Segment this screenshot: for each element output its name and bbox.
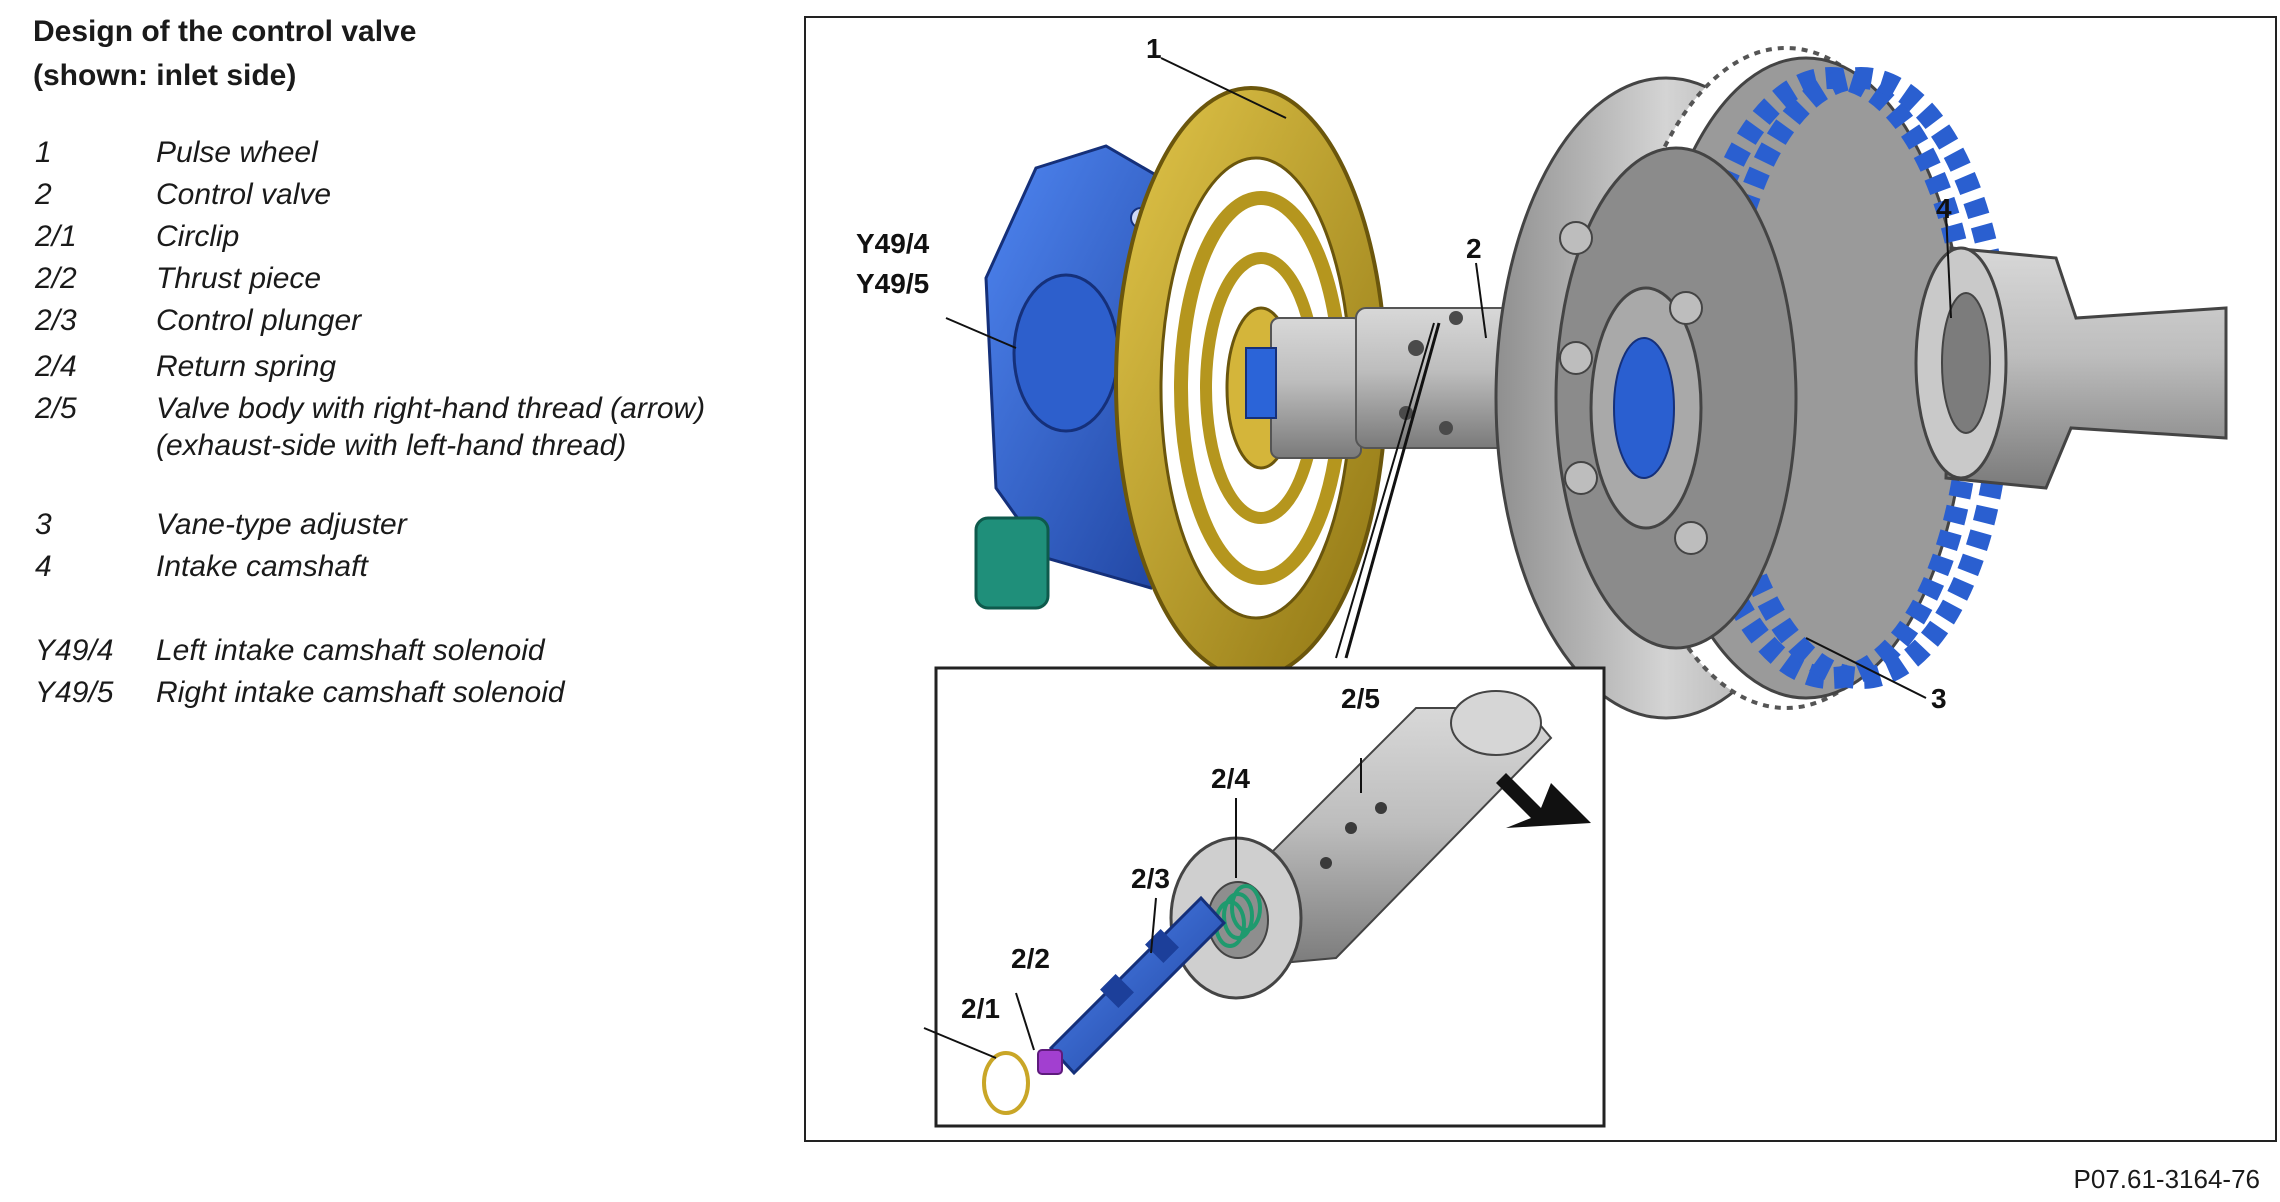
legend-desc: Control valve (156, 178, 332, 211)
callout-2-1: 2/1 (961, 993, 1000, 1024)
legend-key: 2/2 (35, 262, 77, 295)
callout-y49-5: Y49/5 (856, 268, 929, 299)
legend-key: 3 (35, 508, 52, 541)
legend-key: Y49/4 (35, 634, 114, 667)
legend-desc: Circlip (156, 220, 240, 253)
legend-desc: Right intake camshaft solenoid (156, 676, 565, 709)
legend-key: 1 (35, 136, 52, 169)
circlip (982, 1051, 1030, 1115)
callout-3: 3 (1931, 683, 1947, 714)
legend-desc: Pulse wheel (156, 136, 318, 169)
legend-key: 2/1 (35, 220, 77, 253)
legend-key: 2 (35, 178, 52, 211)
page-title: Design of the control valve (shown: inle… (33, 10, 416, 98)
vane-type-adjuster (1494, 46, 2012, 720)
legend-key: 2/4 (35, 350, 77, 383)
inset-pointer-line (1335, 322, 1435, 659)
callout-2-2: 2/2 (1011, 943, 1050, 974)
leader-lines (923, 57, 1952, 1059)
legend-desc: Thrust piece (156, 262, 322, 295)
callout-2-5: 2/5 (1341, 683, 1380, 714)
legend-desc: Return spring (156, 350, 337, 383)
legend-key: 2/3 (35, 304, 77, 337)
callout-2: 2 (1466, 233, 1482, 264)
title-line-1: Design of the control valve (33, 15, 417, 48)
legend-desc: Control plunger (156, 304, 362, 337)
thrust-piece (1037, 1049, 1063, 1075)
callout-1: 1 (1146, 33, 1162, 64)
callout-4: 4 (1936, 193, 1952, 224)
legend-desc: Valve body with right-hand thread (arrow… (156, 392, 706, 462)
diagram-frame: 1 2 3 4 Y49/4 Y49/5 2/1 2/2 2/3 2/4 2/5 (804, 16, 2277, 1142)
callout-2-3: 2/3 (1131, 863, 1170, 894)
legend-key: 2/5 (35, 392, 77, 425)
legend-desc: Left intake camshaft solenoid (156, 634, 545, 667)
inset-pointer-line (1344, 322, 1441, 659)
legend-desc: Intake camshaft (156, 550, 368, 583)
intake-camshaft (1914, 246, 2228, 490)
legend-key: Y49/5 (35, 676, 114, 709)
valve-body (1169, 690, 1553, 1000)
figure-id: P07.61-3164-76 (2073, 1164, 2260, 1194)
legend-desc: Vane-type adjuster (156, 508, 407, 541)
callout-y49-4: Y49/4 (856, 228, 930, 259)
exploded-view-diagram: 1 2 3 4 Y49/4 Y49/5 2/1 2/2 2/3 2/4 2/5 (856, 33, 2228, 1128)
legend-key: 4 (35, 550, 52, 583)
callout-2-4: 2/4 (1211, 763, 1250, 794)
title-line-2: (shown: inlet side) (33, 59, 297, 92)
thread-arrow-icon (1496, 773, 1591, 828)
inset-detail-box (934, 666, 1606, 1128)
